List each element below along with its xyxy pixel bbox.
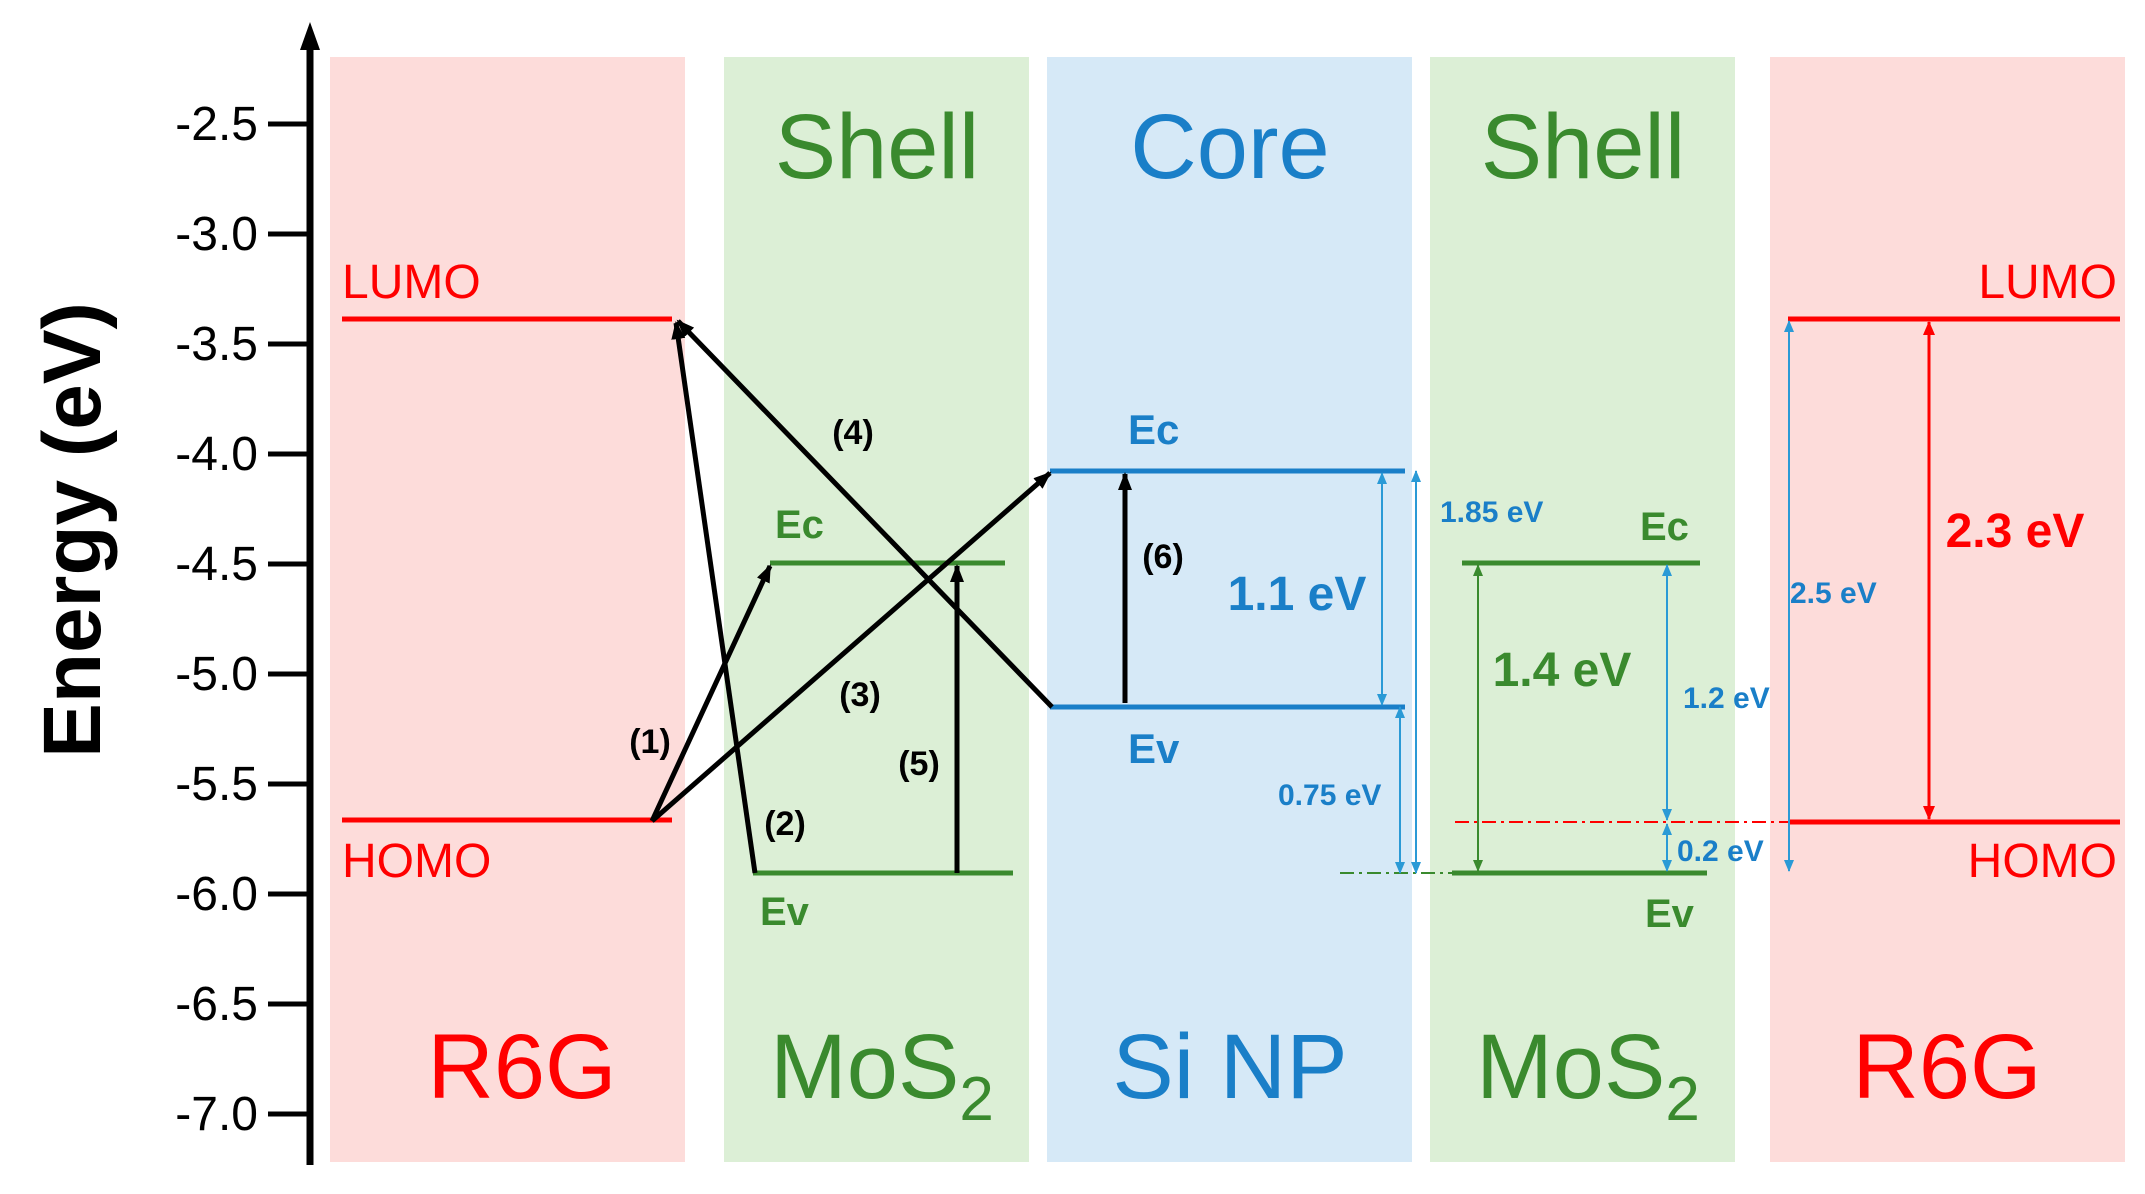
lumo-label-right: LUMO	[1978, 256, 2117, 309]
y-tick-label: -5.0	[175, 648, 258, 701]
ec-label-mos2-right: Ec	[1640, 505, 1689, 549]
r6g-gap-label: 2.3 eV	[1946, 505, 2085, 558]
ev-label-si: Ev	[1128, 725, 1180, 772]
ev-label-mos2-right: Ev	[1645, 892, 1695, 936]
y-tick-label: -6.0	[175, 868, 258, 921]
y-tick-label: -5.5	[175, 758, 258, 811]
mos2-to-homo-label: 1.2 eV	[1683, 682, 1770, 715]
transition-arrow-3	[650, 471, 1052, 823]
panel-bottom-label: R6G	[1852, 1016, 2041, 1118]
lumo-label-left: LUMO	[342, 256, 481, 309]
transition-label-6: (6)	[1142, 538, 1184, 576]
ev-label-mos2-left: Ev	[760, 890, 810, 934]
panel-bottom-label: R6G	[427, 1016, 616, 1118]
y-axis-ticks	[268, 121, 310, 1117]
transition-label-1: (1)	[629, 723, 671, 761]
transition-arrow-2	[671, 321, 758, 874]
ec-label-si: Ec	[1128, 406, 1179, 453]
si-offset-label: 0.75 eV	[1278, 779, 1381, 812]
transition-label-3: (3)	[839, 676, 881, 714]
si-gap-label: 1.1 eV	[1228, 568, 1367, 621]
panel-top-label: Shell	[775, 96, 980, 198]
y-tick-label: -3.0	[175, 208, 258, 261]
panel-top-label: Core	[1130, 96, 1329, 198]
transition-arrow-1	[649, 564, 773, 823]
transition-label-4: (4)	[832, 414, 874, 452]
si-to-lumo-label: 1.85 eV	[1440, 496, 1543, 529]
transition-arrow-4	[676, 319, 1054, 709]
homo-label-left: HOMO	[342, 835, 491, 888]
y-tick-label: -2.5	[175, 98, 258, 151]
panel-bottom-label: Si NP	[1112, 1016, 1347, 1118]
y-axis-arrow	[300, 22, 320, 50]
panel-bottom-label: MoS2	[770, 1016, 994, 1134]
r6g-to-ev-label: 2.5 eV	[1790, 577, 1877, 610]
y-tick-label: -4.5	[175, 538, 258, 591]
homo-label-right: HOMO	[1968, 835, 2117, 888]
panel-bottom-label: MoS2	[1476, 1016, 1700, 1134]
panel-mos2-left-bg	[724, 57, 1029, 1162]
panel-mos2-right-bg	[1430, 57, 1735, 1162]
y-tick-label: -3.5	[175, 318, 258, 371]
panel-top-label: Shell	[1481, 96, 1686, 198]
transition-label-5: (5)	[898, 745, 940, 783]
ec-label-mos2-left: Ec	[775, 503, 824, 547]
y-tick-label: -7.0	[175, 1088, 258, 1141]
y-tick-label: -6.5	[175, 978, 258, 1031]
panel-r6g-left-bg	[330, 57, 685, 1162]
transition-label-2: (2)	[764, 805, 806, 843]
y-axis-title: Energy (eV)	[27, 302, 118, 758]
mos2-gap-label: 1.4 eV	[1493, 644, 1632, 697]
homo-offset-label: 0.2 eV	[1677, 835, 1764, 868]
y-tick-label: -4.0	[175, 428, 258, 481]
panel-r6g-right-bg	[1770, 57, 2125, 1162]
panel-si-core-bg	[1047, 57, 1412, 1162]
